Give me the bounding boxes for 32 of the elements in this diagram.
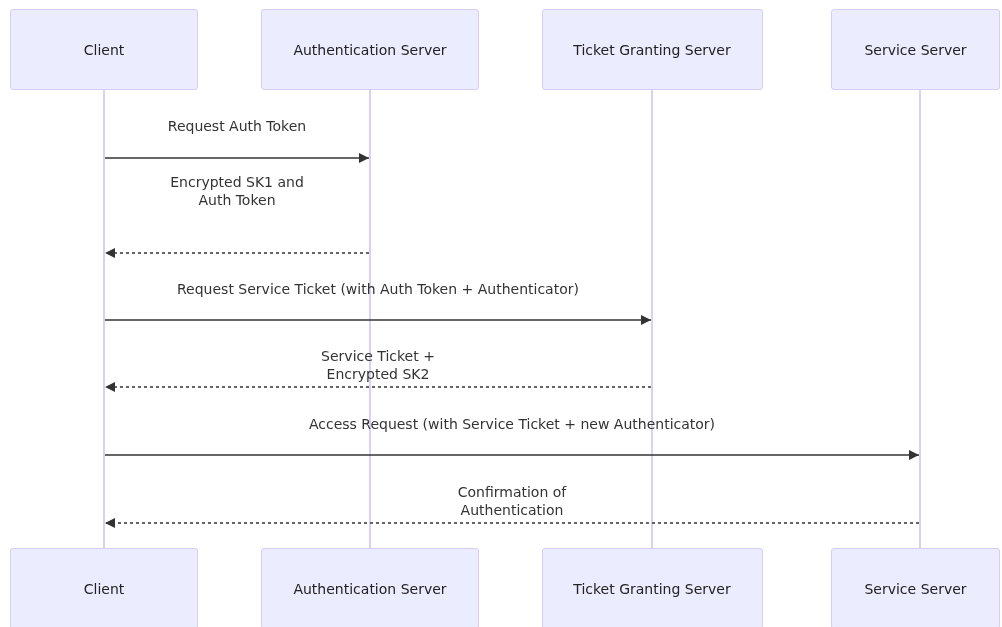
lifeline [651, 90, 653, 548]
participant-box [831, 548, 1000, 627]
participant-box [261, 548, 479, 627]
message-arrow [104, 248, 370, 258]
message-arrow [104, 315, 652, 325]
message-arrow [104, 153, 370, 163]
participant-name: Client [82, 42, 126, 58]
participant-box [261, 9, 479, 90]
lifeline [103, 90, 105, 548]
participant-box [10, 548, 198, 627]
participant-name: Ticket Granting Server [572, 42, 732, 58]
participant-box [541, 9, 763, 90]
message-label: Request Auth Token [166, 117, 308, 135]
participant-name: Service Server [863, 581, 968, 597]
message-label: Encrypted SK1 and Auth Token [169, 173, 305, 209]
participant-box [10, 9, 198, 90]
message-label: Request Service Ticket (with Auth Token + Authenticator) [176, 280, 580, 298]
participant-name: Authentication Server [292, 581, 448, 597]
message-arrow [104, 450, 920, 460]
message-label: Access Request (with Service Ticket + new Authenticator) [307, 415, 717, 433]
participant-name: Authentication Server [292, 42, 448, 58]
message-label: Service Ticket + Encrypted SK2 [320, 347, 436, 383]
message-arrow [104, 518, 920, 528]
message-arrow [104, 382, 652, 392]
participant-box [831, 9, 1000, 90]
lifeline [369, 90, 371, 548]
participant-box [541, 548, 763, 627]
participant-name: Service Server [863, 42, 968, 58]
participant-name: Ticket Granting Server [572, 581, 732, 597]
participant-name: Client [82, 581, 126, 597]
lifeline [919, 90, 921, 548]
message-label: Confirmation of Authentication [456, 483, 568, 519]
